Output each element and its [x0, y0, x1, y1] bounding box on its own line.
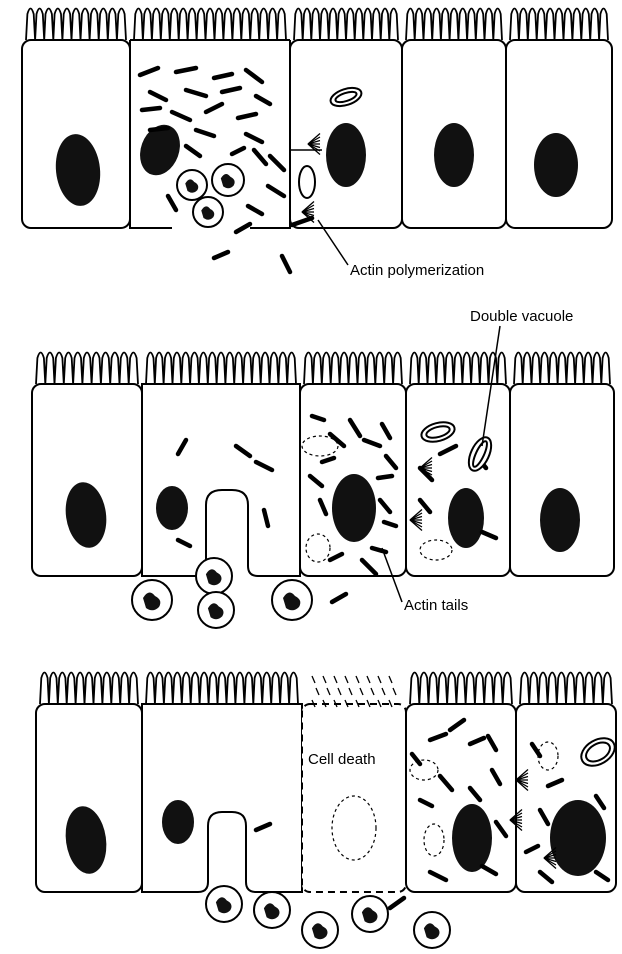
disrupted-microvilli	[356, 676, 359, 683]
nucleus	[156, 486, 188, 530]
nucleus	[452, 804, 492, 872]
disrupted-microvilli	[334, 676, 337, 683]
bacterium	[246, 70, 262, 82]
bacterium	[176, 68, 196, 72]
microvilli	[294, 9, 398, 41]
bacterium	[282, 256, 290, 272]
bacterium	[214, 74, 232, 78]
disrupted-microvilli	[312, 676, 315, 683]
bacterium	[186, 146, 200, 156]
dead-cell	[302, 704, 406, 892]
panel-bottom	[36, 673, 620, 949]
microvilli	[410, 673, 512, 705]
label-actin-tails: Actin tails	[404, 597, 468, 614]
nucleus	[332, 474, 376, 542]
disrupted-microvilli	[360, 688, 363, 695]
microvilli	[146, 673, 298, 705]
bacterium	[206, 104, 222, 112]
bacterium	[196, 130, 214, 136]
microvilli	[36, 353, 138, 385]
microvilli	[134, 9, 286, 41]
epithelial-cell-invaginated	[142, 384, 300, 576]
disrupted-microvilli	[327, 688, 330, 695]
label-cell-death: Cell death	[308, 751, 376, 768]
bacterium	[246, 134, 262, 142]
microvilli	[406, 9, 502, 41]
bacterium	[332, 594, 346, 602]
disrupted-microvilli	[367, 676, 370, 683]
microvilli	[146, 353, 296, 385]
microvilli	[40, 673, 138, 705]
disrupted-microvilli	[389, 676, 392, 683]
bacterium	[254, 150, 266, 164]
label-actin-polymerization: Actin polymerization	[350, 262, 484, 279]
panel-middle	[32, 326, 614, 628]
disrupted-microvilli	[393, 688, 396, 695]
bacterium	[232, 148, 244, 154]
microvilli	[26, 9, 126, 41]
bacterium	[378, 476, 392, 478]
label-double-vacuole: Double vacuole	[470, 308, 573, 325]
nucleus	[162, 800, 194, 844]
bacterium	[256, 96, 270, 104]
bacterium	[150, 92, 166, 100]
microvilli	[304, 353, 402, 385]
bacterium	[150, 128, 168, 130]
nucleus	[448, 488, 484, 548]
microvilli	[510, 9, 608, 41]
nucleus	[534, 133, 578, 197]
bacterium	[222, 88, 240, 92]
disrupted-microvilli	[345, 676, 348, 683]
bacterium	[172, 112, 190, 120]
bacterium	[236, 224, 250, 232]
disrupted-microvilli	[349, 688, 352, 695]
disrupted-microvilli	[378, 676, 381, 683]
bacterium	[142, 108, 160, 110]
nucleus	[434, 123, 474, 187]
bacterium	[390, 898, 404, 908]
epithelial-cell	[406, 384, 510, 576]
panel-top	[22, 9, 612, 273]
bacterium	[186, 90, 206, 96]
disrupted-microvilli	[371, 688, 374, 695]
bacterium	[168, 196, 176, 210]
nucleus	[550, 800, 606, 876]
bacterium	[140, 68, 158, 75]
vacuole	[299, 166, 315, 198]
bacterium	[238, 114, 256, 118]
nucleus	[326, 123, 366, 187]
nucleus	[540, 488, 580, 552]
microvilli	[520, 673, 612, 705]
disrupted-microvilli	[338, 688, 341, 695]
microvilli	[514, 353, 610, 385]
epithelial-cell-invaginated	[142, 704, 302, 892]
disrupted-microvilli	[323, 676, 326, 683]
bacterium	[214, 252, 228, 258]
disrupted-microvilli	[316, 688, 319, 695]
disrupted-microvilli	[382, 688, 385, 695]
